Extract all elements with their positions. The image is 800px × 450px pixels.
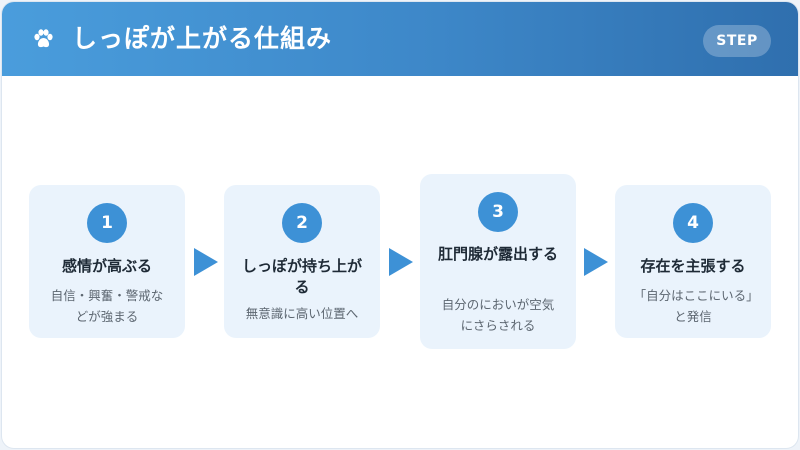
arrow-right-icon: [389, 248, 413, 276]
step-description: 「自分はここにいる」と発信: [633, 288, 753, 324]
step-title: 肛門腺が露出する: [437, 245, 558, 263]
step-title: 感情が高ぶる: [61, 257, 152, 275]
step-description: 自信・興奮・警戒などが強まる: [50, 288, 164, 324]
paw-icon: [34, 29, 53, 48]
header-bar: しっぽが上がる仕組み STEP: [2, 2, 798, 76]
step-number-badge: 2: [282, 203, 322, 243]
step-title: 存在を主張する: [640, 257, 746, 275]
arrow-right-icon: [194, 248, 218, 276]
step-number-badge: 4: [673, 203, 713, 243]
step-title: しっぽが持ち上がる: [241, 257, 362, 296]
step-description: 自分のにおいが空気にさらされる: [441, 297, 555, 333]
arrow-right-icon: [584, 248, 608, 276]
step-card-2: 2 しっぽが持ち上がる 無意識に高い位置へ: [224, 185, 380, 338]
step-card-1: 1 感情が高ぶる 自信・興奮・警戒などが強まる: [29, 185, 185, 338]
step-number-badge: 1: [87, 203, 127, 243]
step-description: 無意識に高い位置へ: [245, 306, 359, 321]
step-badge: STEP: [703, 25, 771, 57]
step-number-badge: 3: [478, 192, 518, 232]
step-card-4: 4 存在を主張する 「自分はここにいる」と発信: [615, 185, 771, 338]
page-title: しっぽが上がる仕組み: [72, 24, 333, 53]
step-card-3: 3 肛門腺が露出する 自分のにおいが空気にさらされる: [420, 174, 576, 349]
